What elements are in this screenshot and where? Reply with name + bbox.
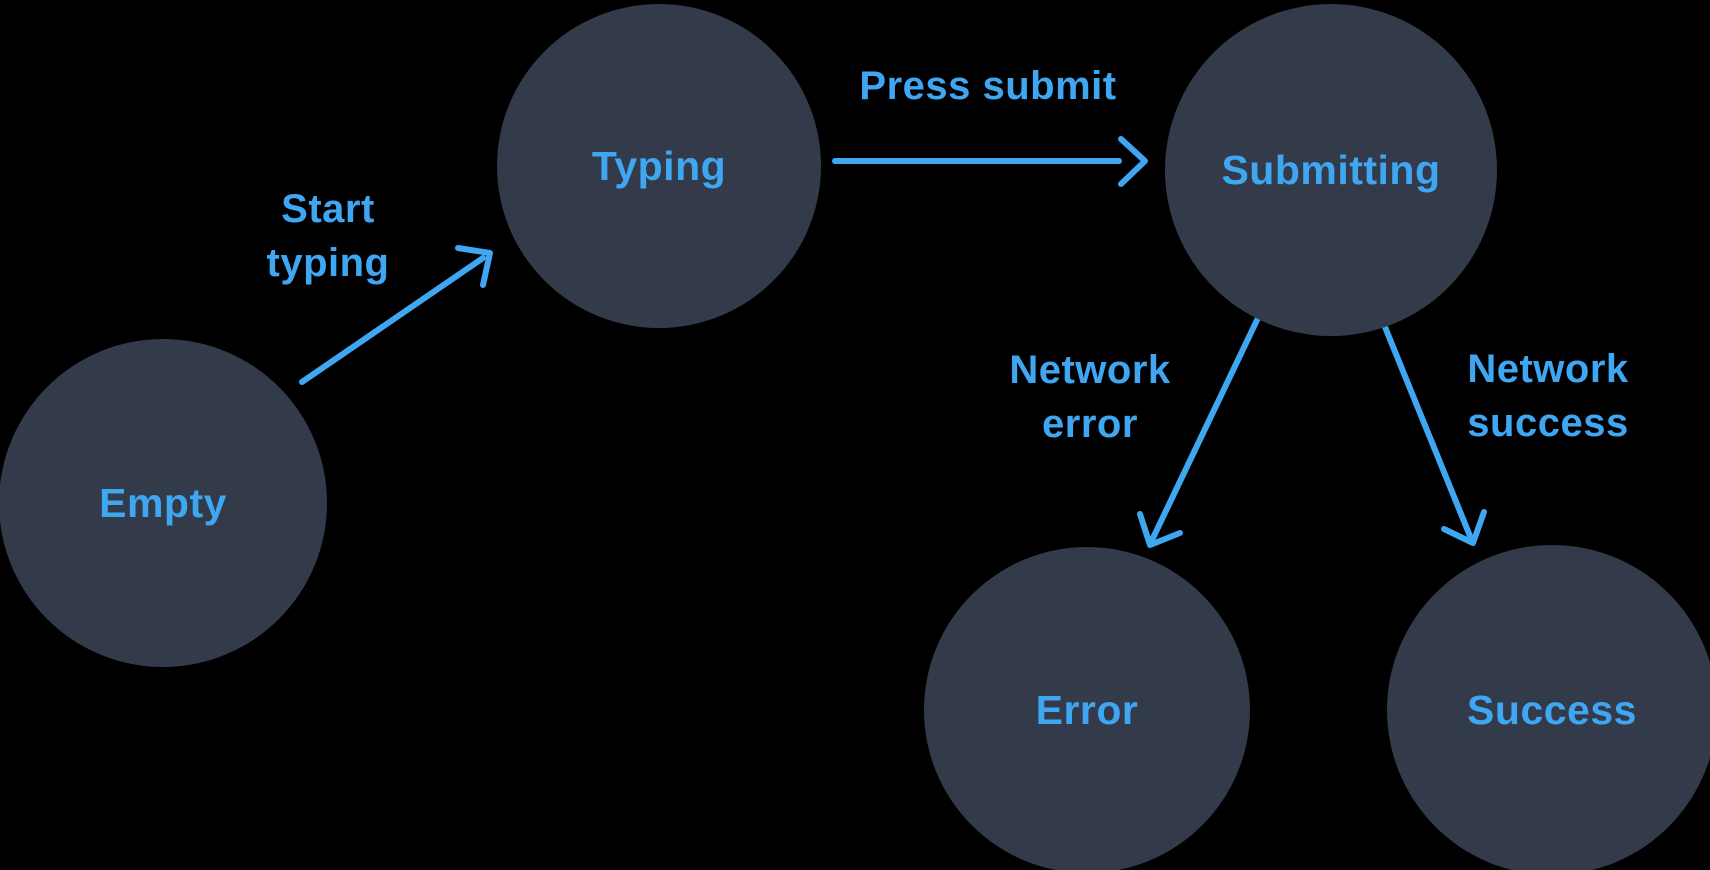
arrow-start-typing-shaft — [299, 255, 486, 385]
arrow-network-error — [1137, 315, 1261, 548]
arrow-press-submit-head — [1118, 136, 1148, 187]
arrow-network-success-head — [1441, 509, 1487, 546]
transition-label-network-success-line1: Network — [1467, 347, 1629, 391]
transition-label-network-error-line2: error — [1042, 402, 1138, 446]
transition-label-start-typing-line1: Start — [281, 187, 375, 231]
state-node-empty: Empty — [0, 339, 327, 667]
arrow-network-success — [1382, 324, 1487, 546]
transition-label-press-submit-line1: Press submit — [859, 64, 1117, 108]
state-node-submitting: Submitting — [1165, 4, 1497, 336]
state-label-typing: Typing — [591, 142, 727, 189]
state-node-typing: Typing — [497, 4, 821, 328]
transition-label-press-submit: Press submit — [859, 59, 1116, 113]
state-label-empty: Empty — [99, 479, 227, 526]
arrow-start-typing-head — [455, 245, 493, 288]
transition-label-network-success: Network success — [1467, 342, 1628, 450]
state-label-success: Success — [1467, 686, 1637, 733]
state-label-error: Error — [1035, 686, 1139, 733]
transition-label-network-error: Network error — [1009, 343, 1170, 451]
arrow-network-success-shaft — [1382, 324, 1473, 539]
state-node-success: Success — [1387, 545, 1710, 870]
arrow-network-error-shaft — [1150, 315, 1261, 541]
arrow-network-error-head — [1137, 511, 1183, 548]
transition-label-network-success-line2: success — [1467, 401, 1629, 445]
arrow-press-submit — [832, 136, 1148, 187]
state-node-error: Error — [924, 547, 1250, 870]
arrow-start-typing — [299, 245, 493, 385]
transition-label-start-typing: Start typing — [267, 182, 390, 290]
transition-label-network-error-line1: Network — [1009, 348, 1171, 392]
state-label-submitting: Submitting — [1221, 146, 1441, 193]
transition-label-start-typing-line2: typing — [266, 241, 390, 285]
